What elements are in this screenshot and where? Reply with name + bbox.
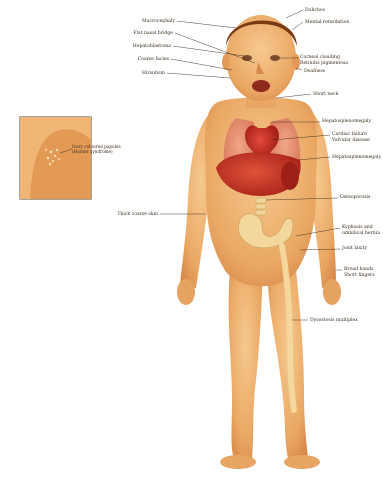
label-mental-retardation: Mental retardation (305, 19, 349, 25)
right-foot (284, 455, 320, 469)
label-cardiac-failure: Cardiac failure (332, 131, 367, 137)
label-short-fingers: Short fingers (344, 272, 375, 278)
label-umbilical-hernia: umbilical hernia (342, 230, 380, 236)
inset-panel: Ivory coloured papules (Hunter syndrome) (20, 117, 121, 199)
leader-macrocephaly (177, 21, 236, 28)
label-hirsutism: Hirsutism (142, 70, 166, 76)
left-leg (229, 270, 262, 458)
label-short-neck: Short neck (313, 91, 339, 97)
mouth (252, 80, 270, 92)
label-thick-coarse-skin: Thick coarse skin (117, 211, 158, 217)
leader-mental-retardation (292, 22, 303, 30)
label-retinitis-pigmentosa: Retinitis pigmentosa (300, 60, 348, 66)
left-foot (220, 455, 256, 469)
spleen (281, 162, 299, 190)
label-hepatoblastoma: Hepatoblastoma (133, 43, 171, 49)
child-figure (177, 15, 341, 469)
right-hand (323, 279, 341, 305)
label-kyphosis: Kyphosis and (342, 224, 373, 230)
label-macrocephaly: Macrocephaly (142, 18, 175, 24)
inset-label-2: (Hunter syndrome) (72, 149, 113, 154)
label-valvular-disease: Valvular disease (331, 137, 370, 143)
leader-hirsutism (167, 73, 230, 78)
left-hand (177, 279, 195, 305)
left-ear (222, 54, 230, 70)
label-flat-nasal-bridge: Flat nasal bridge (133, 30, 173, 36)
label-joint-laxity: Joint laxity (341, 245, 367, 251)
leader-dolichos (286, 10, 303, 18)
label-deafness: Deafness (304, 68, 326, 74)
right-eye (270, 55, 280, 61)
right-ear (292, 54, 300, 70)
label-hepatosplenomegaly-upper: Hepatosplenomegaly (322, 118, 371, 124)
label-corneal-clouding: Corneal clouding (300, 54, 340, 60)
label-osteoporosis: Osteoporosis (340, 194, 371, 200)
label-dolichos: Dolichos (305, 7, 326, 13)
label-coarse-facies: Coarse facies (138, 56, 170, 62)
label-dysostosis-multiplex: Dysostosis multiplex (310, 317, 358, 323)
label-broad-hands: Broad hands (344, 266, 374, 272)
leader-short-neck (276, 94, 311, 98)
label-hepatosplenomegaly-lower: Hepatosplenomegaly (332, 154, 381, 160)
spine (256, 198, 266, 215)
